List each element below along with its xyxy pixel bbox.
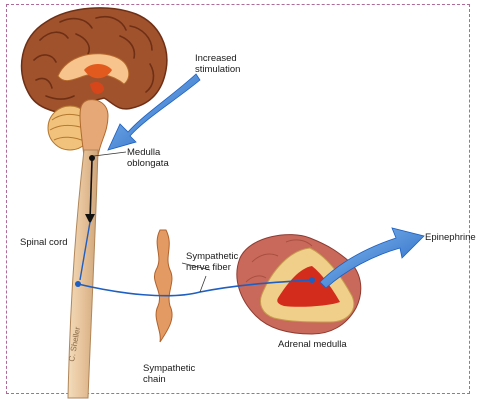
label-epinephrine: Epinephrine	[425, 232, 476, 243]
label-sympathetic-nerve-fiber: Sympathetic nerve fiber	[186, 251, 238, 273]
label-increased-stimulation: Increased stimulation	[195, 53, 240, 75]
nerve-terminal-dot	[309, 277, 315, 283]
brainstem	[80, 100, 108, 156]
label-sympathetic-chain: Sympathetic chain	[143, 363, 195, 385]
nerve-origin-dot	[75, 281, 81, 287]
label-adrenal-medulla: Adrenal medulla	[278, 339, 347, 350]
sympathetic-chain	[154, 230, 172, 342]
label-spinal-cord: Spinal cord	[20, 237, 68, 248]
brain	[22, 8, 167, 113]
label-medulla-oblongata: Medulla oblongata	[127, 147, 169, 169]
